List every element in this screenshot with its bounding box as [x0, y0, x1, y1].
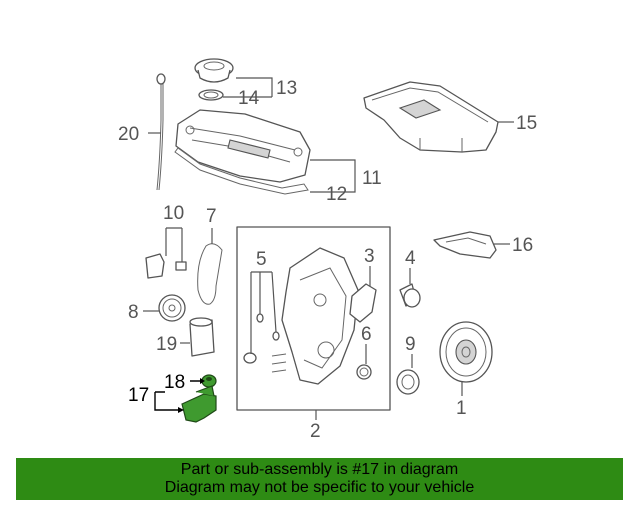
part-14-cap-seal[interactable]	[198, 89, 224, 101]
callout-6[interactable]: 6	[361, 324, 372, 345]
callout-15[interactable]: 15	[516, 113, 537, 134]
leader-10	[165, 227, 183, 262]
leader-13-14	[223, 77, 273, 98]
part-1-crank-pulley[interactable]	[439, 321, 493, 383]
part-2-timing-cover[interactable]	[281, 247, 359, 385]
callout-19[interactable]: 19	[156, 334, 177, 355]
part-20-dipstick[interactable]	[156, 73, 166, 191]
part-11-valve-cover[interactable]	[175, 109, 311, 183]
callout-2[interactable]: 2	[310, 421, 321, 442]
callout-13[interactable]: 13	[276, 78, 297, 99]
part-15-oil-pan[interactable]	[363, 81, 499, 153]
part-19-oil-filter[interactable]	[189, 317, 215, 357]
info-banner: Part or sub-assembly is #17 in diagram D…	[16, 458, 623, 500]
part-12-gasket[interactable]	[174, 147, 309, 195]
part-3-tensioner[interactable]	[349, 283, 377, 323]
leader-11-12	[310, 159, 356, 193]
callout-7[interactable]: 7	[206, 206, 217, 227]
part-17-sensor-assembly[interactable]	[181, 385, 217, 423]
part-13-filler-cap[interactable]	[194, 58, 234, 83]
part-18-cap[interactable]	[201, 374, 217, 388]
callout-12[interactable]: 12	[326, 184, 347, 205]
part-8-sprocket[interactable]	[158, 294, 186, 322]
parts-diagram: 20 13 14 11 12 15 10 7	[118, 58, 537, 442]
callout-5[interactable]: 5	[256, 249, 267, 270]
callout-11[interactable]: 11	[362, 168, 382, 189]
callout-17[interactable]: 17	[128, 385, 149, 406]
callout-1[interactable]: 1	[456, 398, 467, 419]
banner-line-1: Part or sub-assembly is #17 in diagram	[180, 461, 459, 478]
callout-20[interactable]: 20	[118, 124, 139, 145]
callout-8[interactable]: 8	[128, 302, 139, 323]
callout-4[interactable]: 4	[405, 248, 416, 269]
leader-5	[250, 271, 277, 354]
part-5-o-rings[interactable]	[243, 313, 280, 364]
callout-9[interactable]: 9	[405, 334, 416, 355]
callout-18[interactable]: 18	[164, 372, 185, 393]
arrow-17-icon	[178, 407, 184, 413]
part-16-baffle[interactable]	[433, 231, 497, 259]
part-4-cap[interactable]	[399, 283, 421, 308]
part-6-seal[interactable]	[356, 364, 372, 380]
banner-line-2: Diagram may not be specific to your vehi…	[164, 479, 475, 496]
callout-14[interactable]: 14	[238, 88, 260, 109]
part-9-seal[interactable]	[396, 369, 420, 395]
callout-16[interactable]: 16	[512, 235, 533, 256]
callout-10[interactable]: 10	[163, 203, 184, 224]
leader-17-18	[154, 380, 200, 411]
part-10-sensor[interactable]	[145, 253, 187, 279]
part-7-timing-chain[interactable]	[197, 243, 223, 305]
callout-3[interactable]: 3	[364, 246, 375, 267]
bolts	[271, 353, 287, 373]
arrow-18-icon	[200, 378, 205, 384]
